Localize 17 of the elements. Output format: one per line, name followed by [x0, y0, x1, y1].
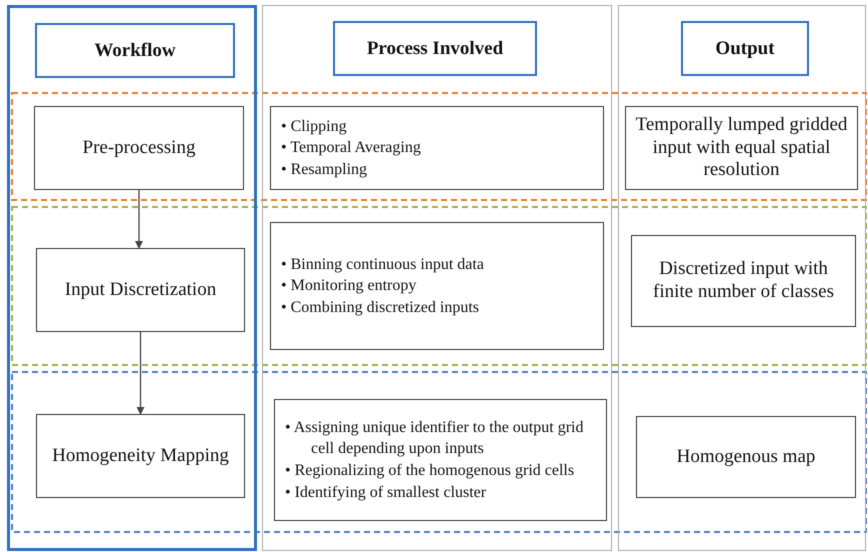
- list-item: • Combining discretized inputs: [281, 298, 480, 318]
- list-item: • Monitoring entropy: [281, 276, 416, 296]
- list-item: • Regionalizing of the homogenous grid cells: [285, 461, 574, 481]
- list-item: • Resampling: [281, 160, 368, 180]
- list-item: • Temporal Averaging: [281, 138, 421, 158]
- header-box: Workflow: [35, 23, 235, 78]
- column-panel: [7, 5, 257, 551]
- list-item: • Clipping: [281, 116, 348, 137]
- list-item: • Binning continuous input data: [281, 254, 484, 275]
- arrow: [135, 190, 143, 249]
- arrow: [136, 332, 144, 415]
- header-box: Process Involved: [333, 21, 537, 76]
- column-panel: [618, 5, 866, 551]
- column-panel: [262, 5, 612, 551]
- header-box: Output: [681, 21, 809, 76]
- list-item: • Assigning unique identifier to the output grid cell depending upon inputs: [285, 418, 584, 460]
- list-item: • Identifying of smallest cluster: [285, 482, 486, 503]
